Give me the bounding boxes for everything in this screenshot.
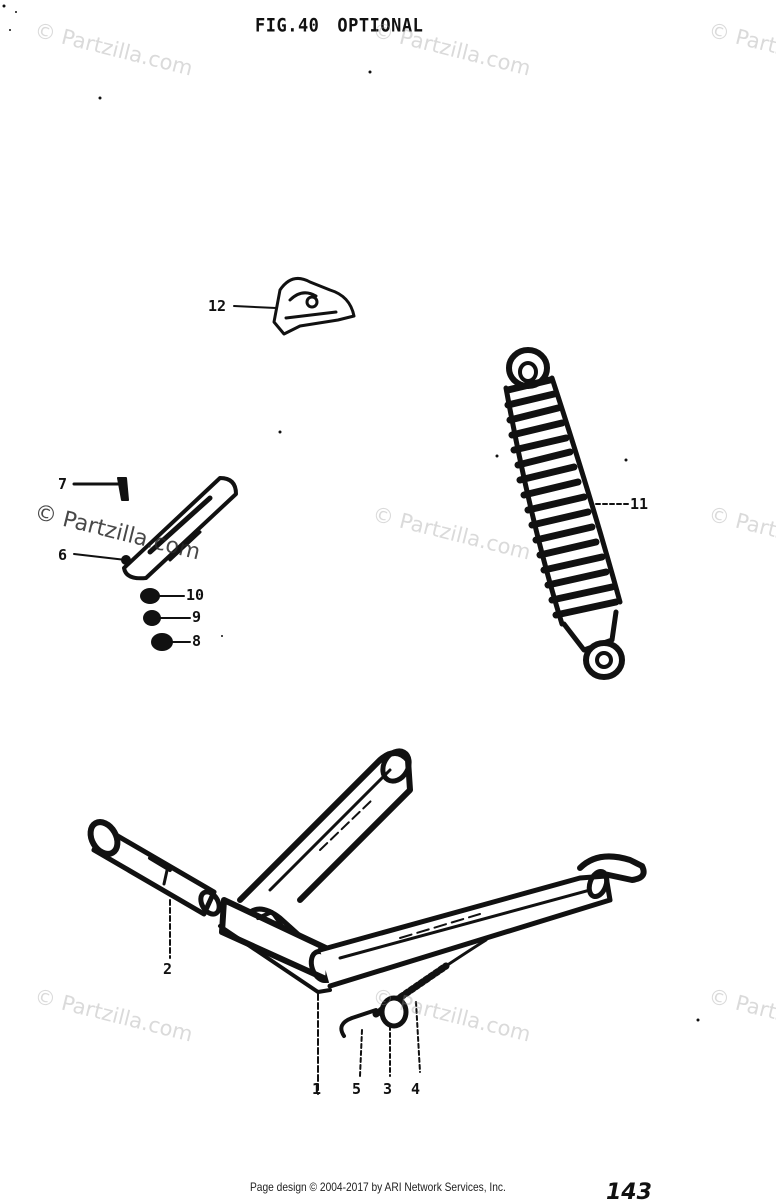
callout-8: 8 xyxy=(192,632,202,650)
part-9-washer xyxy=(143,610,191,626)
callout-4: 4 xyxy=(411,1080,421,1098)
callout-10: 10 xyxy=(186,586,205,604)
part-2-shaft xyxy=(87,819,222,959)
part-12-cap xyxy=(233,276,356,336)
part-11-shock-absorber xyxy=(503,347,629,680)
figure-title: FIG.40 OPTIONAL xyxy=(255,15,441,37)
part-3-washer xyxy=(379,995,409,1077)
part-8-nut xyxy=(151,633,191,651)
callout-6: 6 xyxy=(58,546,68,564)
part-10-nut xyxy=(140,588,185,604)
part-6-bracket xyxy=(73,476,238,581)
part-5-clip xyxy=(339,1008,378,1077)
figure-subtitle: OPTIONAL xyxy=(337,15,424,37)
figure-label: FIG.40 xyxy=(255,15,320,37)
callout-9: 9 xyxy=(192,608,202,626)
callout-11: 11 xyxy=(630,495,649,513)
callout-5: 5 xyxy=(352,1080,362,1098)
callout-1: 1 xyxy=(312,1080,322,1098)
callout-12: 12 xyxy=(208,297,227,315)
page-number: 143 xyxy=(606,1180,652,1200)
scan-specks xyxy=(2,4,700,1022)
callout-3: 3 xyxy=(383,1080,393,1098)
callout-2: 2 xyxy=(163,960,173,978)
callout-7: 7 xyxy=(58,475,68,493)
footer-copyright: Page design © 2004-2017 by ARI Network S… xyxy=(250,1180,506,1194)
part-7-bolt xyxy=(72,477,129,501)
part-1-main-stand xyxy=(218,748,647,1095)
